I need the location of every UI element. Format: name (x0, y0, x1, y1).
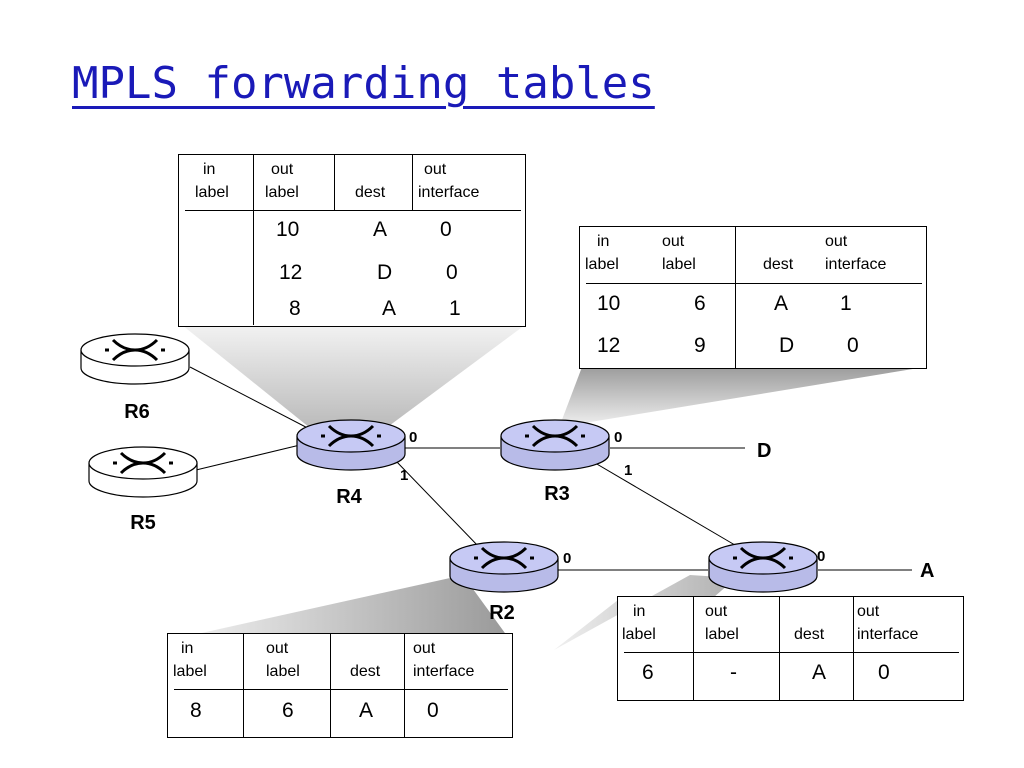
router-label-r4: R4 (336, 486, 362, 508)
cell-out-label: 6 (694, 292, 706, 315)
cell-dest: A (373, 218, 388, 241)
cell-dest: A (382, 297, 397, 320)
port-label-r2-0: 0 (563, 550, 571, 567)
cell-out-interface: 0 (440, 218, 452, 241)
cell-out-interface: 0 (446, 261, 458, 284)
router-label-r2: R2 (489, 602, 515, 624)
cell-out-label: 9 (694, 334, 706, 357)
destination-label-d: D (757, 440, 771, 462)
header-dest: dest (763, 256, 794, 273)
column-divider (779, 597, 780, 701)
link-r5-r4 (195, 444, 301, 471)
column-divider (735, 227, 736, 369)
header-divider (174, 689, 508, 690)
cell-in-label: 12 (597, 334, 621, 357)
header-dest: dest (794, 626, 825, 643)
column-divider (853, 597, 854, 701)
port-label-r3-1: 1 (624, 462, 632, 479)
cell-in-label: 6 (642, 661, 654, 684)
cell-out-label: 10 (276, 218, 300, 241)
cell-out-interface: 1 (449, 297, 461, 320)
header-divider (185, 210, 521, 211)
port-label-r4-1: 1 (400, 467, 408, 484)
cell-out-interface: 0 (427, 699, 439, 722)
header-dest: dest (355, 184, 386, 201)
cell-in-label: 10 (597, 292, 621, 315)
cell-dest: D (779, 334, 795, 357)
router-label-r3: R3 (544, 483, 570, 505)
router-label-r6: R6 (124, 401, 150, 423)
cell-dest: A (359, 699, 374, 722)
cell-dest: A (812, 661, 827, 684)
column-divider (243, 634, 244, 738)
cell-out-label: 12 (279, 261, 303, 284)
port-label-r1-0: 0 (817, 548, 825, 565)
cell-out-label: 6 (282, 699, 294, 722)
header-divider (624, 652, 959, 653)
destination-label-a: A (920, 560, 934, 582)
router-r2-icon (449, 541, 559, 593)
link-r4-r2 (394, 459, 481, 549)
router-r6-icon (80, 333, 190, 385)
cell-dest: A (774, 292, 789, 315)
cell-out-label: - (730, 661, 737, 684)
cell-out-label: 8 (289, 297, 301, 320)
header-divider (586, 283, 922, 284)
router-label-r5: R5 (130, 512, 156, 534)
callout-beam-r3 (560, 367, 925, 425)
port-label-r4-0: 0 (409, 429, 417, 446)
column-divider (404, 634, 405, 738)
header-dest: dest (350, 663, 381, 680)
link-r6-r4 (189, 366, 326, 438)
column-divider (253, 155, 254, 325)
cell-in-label: 8 (190, 699, 202, 722)
callout-beam-r4 (182, 325, 525, 440)
router-r1-icon (708, 541, 818, 593)
cell-out-interface: 1 (840, 292, 852, 315)
cell-dest: D (377, 261, 393, 284)
page-title: MPLS forwarding tables (72, 58, 655, 109)
column-divider (330, 634, 331, 738)
router-r4-icon (296, 419, 406, 471)
port-label-r3-0: 0 (614, 429, 622, 446)
callout-beam-r2 (170, 578, 510, 640)
column-divider (334, 155, 335, 211)
cell-out-interface: 0 (847, 334, 859, 357)
link-r3-r1 (589, 459, 741, 549)
column-divider (412, 155, 413, 211)
router-r3-icon (500, 419, 610, 471)
cell-out-interface: 0 (878, 661, 890, 684)
links (189, 366, 912, 571)
router-r5-icon (88, 446, 198, 498)
column-divider (693, 597, 694, 701)
